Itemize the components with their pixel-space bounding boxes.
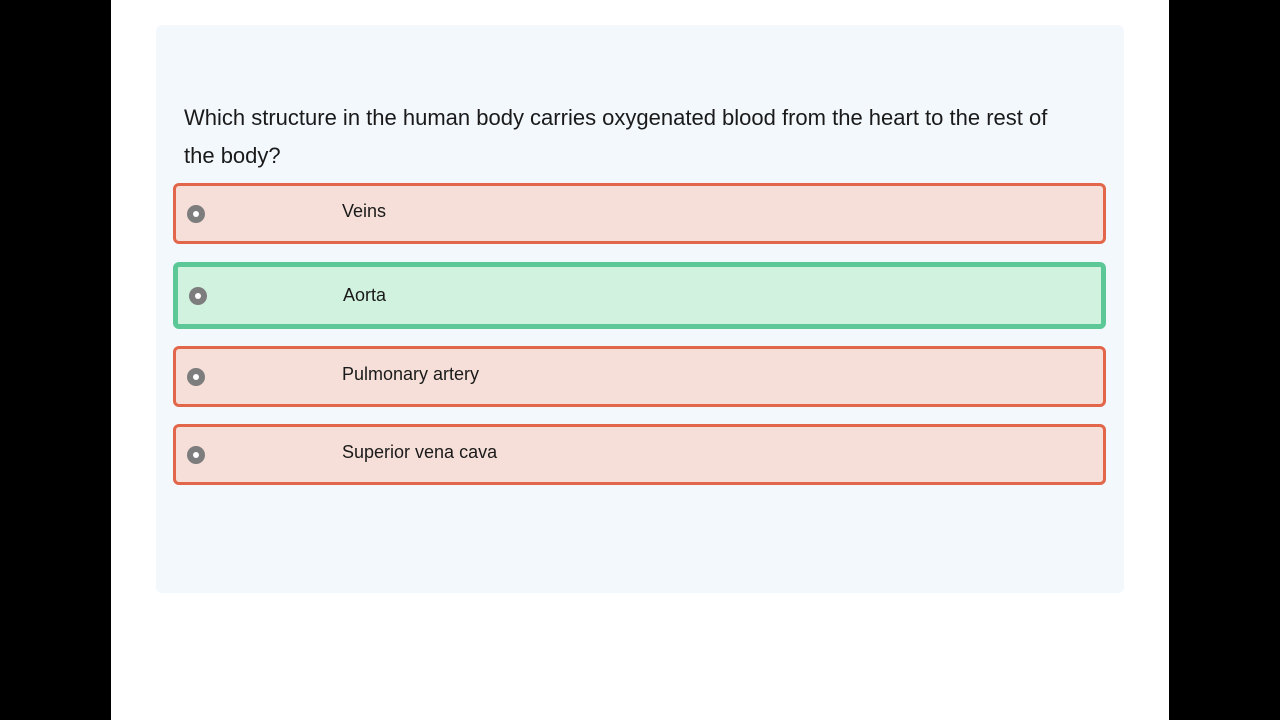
option-label: Pulmonary artery xyxy=(342,364,480,384)
option-label: Superior vena cava xyxy=(342,442,498,462)
option-label: Aorta xyxy=(343,285,387,305)
radio-icon[interactable] xyxy=(189,287,207,305)
radio-icon[interactable] xyxy=(187,205,205,223)
page-viewport: Which structure in the human body carrie… xyxy=(111,0,1169,720)
answer-option-superior-vena-cava[interactable]: Superior vena cava xyxy=(173,424,1106,485)
answer-option-veins[interactable]: Veins xyxy=(173,183,1106,244)
answer-option-aorta[interactable]: Aorta xyxy=(173,262,1106,329)
quiz-card: Which structure in the human body carrie… xyxy=(156,25,1124,593)
radio-icon[interactable] xyxy=(187,446,205,464)
option-label: Veins xyxy=(342,201,387,221)
question-text: Which structure in the human body carrie… xyxy=(184,105,1048,168)
answer-option-pulmonary-artery[interactable]: Pulmonary artery xyxy=(173,346,1106,407)
radio-icon[interactable] xyxy=(187,368,205,386)
